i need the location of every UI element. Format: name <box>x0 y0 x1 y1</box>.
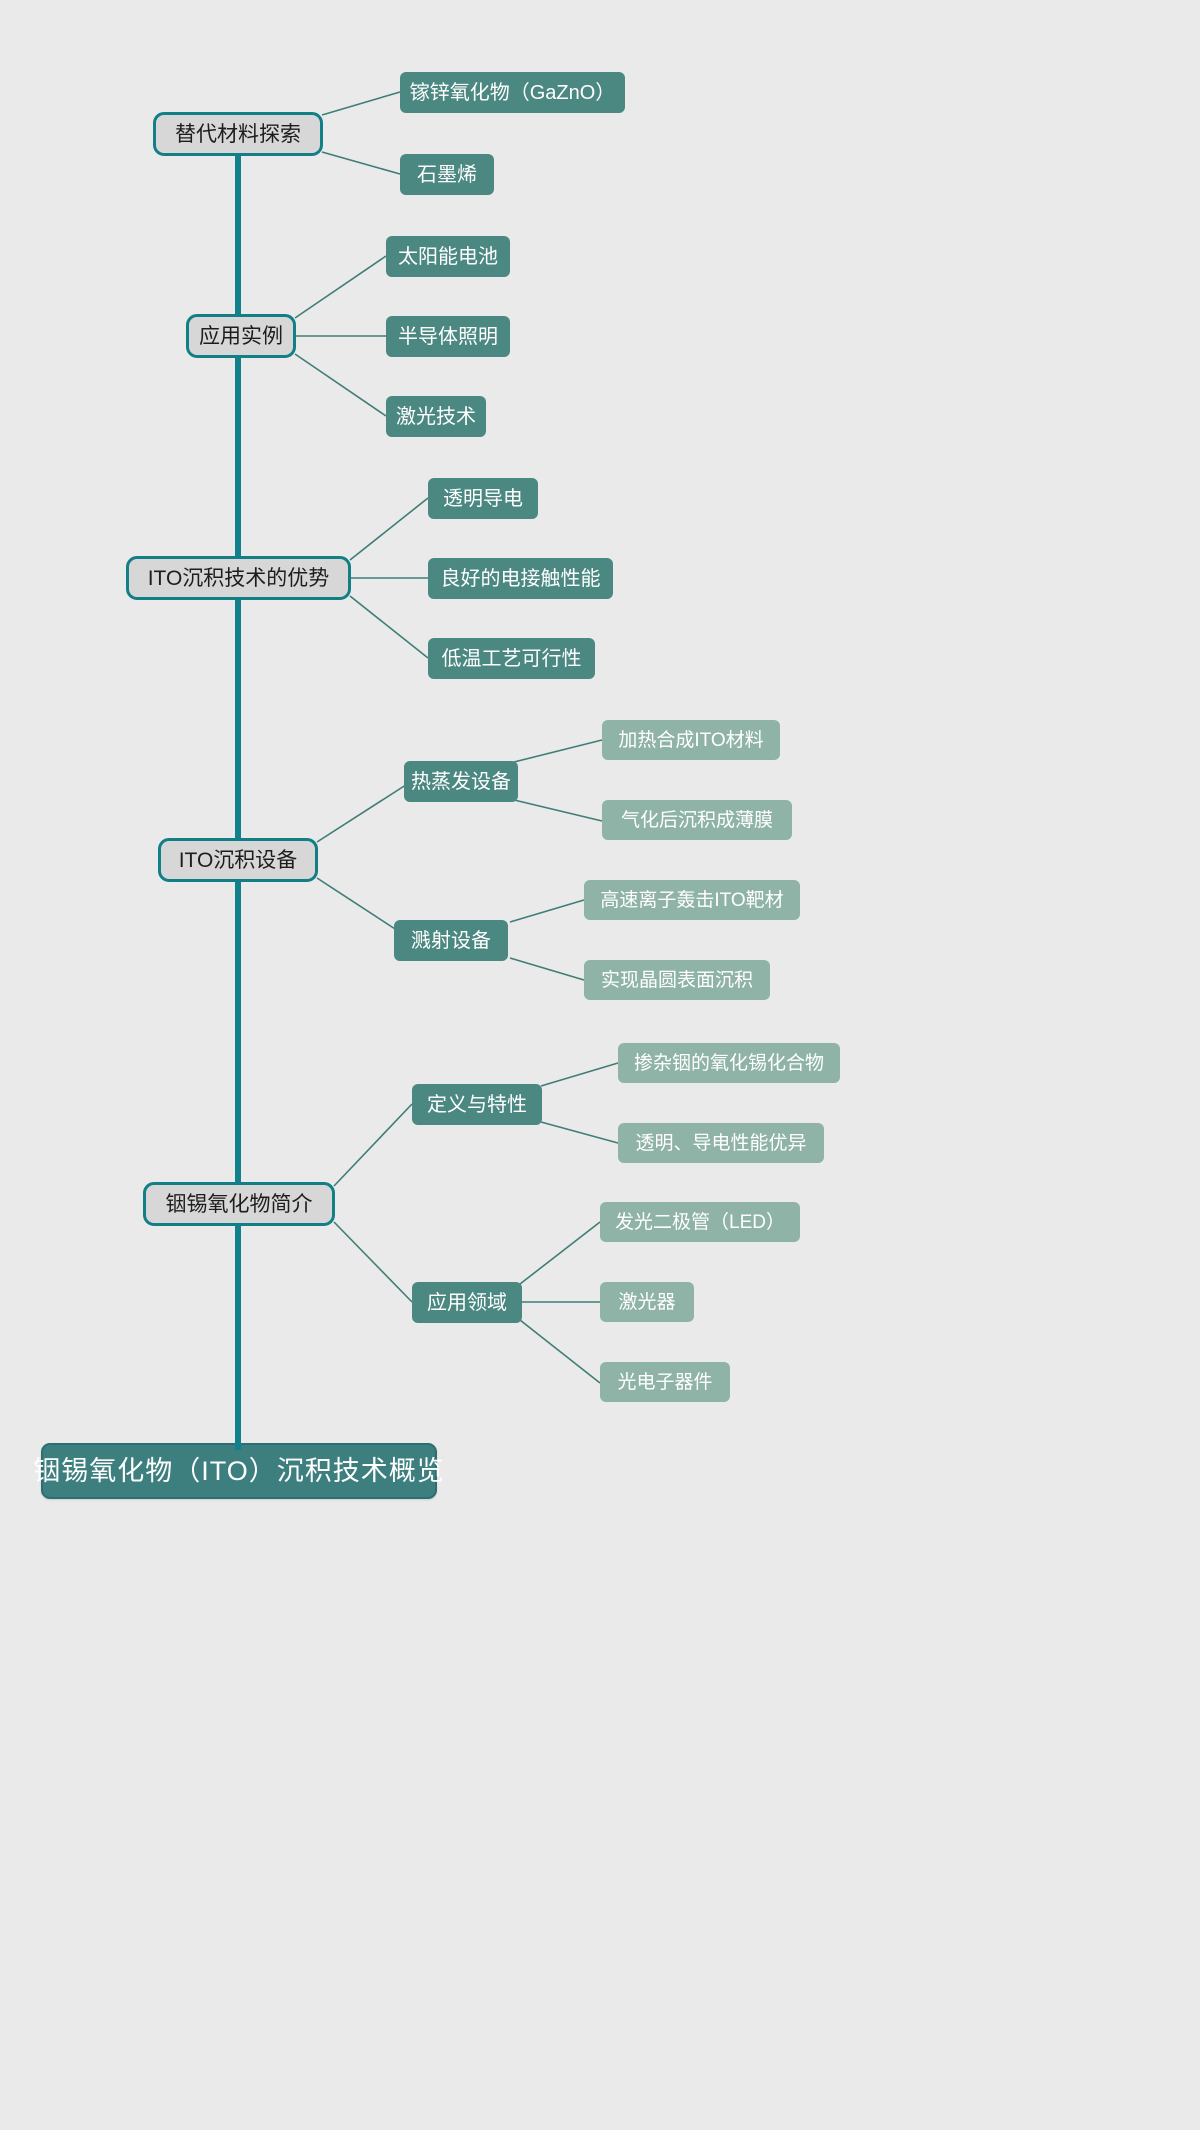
node-label: 实现晶圆表面沉积 <box>600 969 753 991</box>
root-node[interactable]: 铟锡氧化物（ITO）沉积技术概览 <box>33 1443 444 1499</box>
leaf-node[interactable]: 良好的电接触性能 <box>428 558 613 599</box>
node-label: ITO沉积技术的优势 <box>147 566 330 590</box>
node-label: 热蒸发设备 <box>411 770 511 793</box>
sub-branch-node[interactable]: 热蒸发设备 <box>404 761 518 802</box>
leaf-node[interactable]: 镓锌氧化物（GaZnO） <box>400 72 625 113</box>
leaf-node[interactable]: 太阳能电池 <box>386 236 510 277</box>
node-label: 替代材料探索 <box>175 122 301 146</box>
leaf-node[interactable]: 透明、导电性能优异 <box>618 1123 824 1163</box>
node-label: 应用实例 <box>199 324 283 348</box>
branch-node[interactable]: 铟锡氧化物简介 <box>143 1182 335 1226</box>
node-label: 石墨烯 <box>417 163 477 186</box>
node-label: 光电子器件 <box>617 1371 713 1393</box>
branch-node[interactable]: ITO沉积设备 <box>158 838 318 882</box>
node-label: 定义与特性 <box>427 1093 527 1116</box>
root-label: 铟锡氧化物（ITO）沉积技术概览 <box>33 1455 445 1486</box>
node-label: 良好的电接触性能 <box>440 567 601 590</box>
leaf-node[interactable]: 发光二极管（LED） <box>600 1202 800 1242</box>
leaf-node[interactable]: 半导体照明 <box>386 316 510 357</box>
node-label: 加热合成ITO材料 <box>618 729 764 751</box>
sub-branch-node[interactable]: 定义与特性 <box>412 1084 542 1125</box>
leaf-node[interactable]: 高速离子轰击ITO靶材 <box>584 880 800 920</box>
node-label: 太阳能电池 <box>398 245 498 268</box>
node-label: 铟锡氧化物简介 <box>165 1192 313 1216</box>
sub-branch-node[interactable]: 溅射设备 <box>394 920 508 961</box>
node-label: 发光二极管（LED） <box>615 1211 785 1233</box>
sub-branch-node[interactable]: 应用领域 <box>412 1282 522 1323</box>
leaf-node[interactable]: 激光技术 <box>386 396 486 437</box>
node-label: 掺杂铟的氧化锡化合物 <box>633 1052 824 1074</box>
branch-node[interactable]: ITO沉积技术的优势 <box>126 556 351 600</box>
leaf-node[interactable]: 实现晶圆表面沉积 <box>584 960 770 1000</box>
node-label: 半导体照明 <box>398 325 498 348</box>
leaf-node[interactable]: 光电子器件 <box>600 1362 730 1402</box>
trunk-line <box>235 130 241 1450</box>
branch-node[interactable]: 替代材料探索 <box>153 112 323 156</box>
leaf-node[interactable]: 气化后沉积成薄膜 <box>602 800 792 840</box>
leaf-node[interactable]: 石墨烯 <box>400 154 494 195</box>
node-label: 应用领域 <box>427 1291 507 1314</box>
node-label: 溅射设备 <box>411 929 491 952</box>
node-label: 气化后沉积成薄膜 <box>620 809 773 831</box>
node-label: 激光器 <box>618 1291 676 1313</box>
leaf-node[interactable]: 透明导电 <box>428 478 538 519</box>
node-label: 镓锌氧化物（GaZnO） <box>409 81 616 104</box>
node-label: 激光技术 <box>396 405 476 428</box>
node-label: 透明导电 <box>443 487 523 510</box>
leaf-node[interactable]: 低温工艺可行性 <box>428 638 595 679</box>
leaf-node[interactable]: 激光器 <box>600 1282 694 1322</box>
leaf-node[interactable]: 加热合成ITO材料 <box>602 720 780 760</box>
node-label: ITO沉积设备 <box>178 848 298 872</box>
branch-node[interactable]: 应用实例 <box>186 314 296 358</box>
node-label: 透明、导电性能优异 <box>635 1132 807 1154</box>
node-label: 高速离子轰击ITO靶材 <box>600 889 784 911</box>
leaf-node[interactable]: 掺杂铟的氧化锡化合物 <box>618 1043 840 1083</box>
node-label: 低温工艺可行性 <box>441 647 582 670</box>
